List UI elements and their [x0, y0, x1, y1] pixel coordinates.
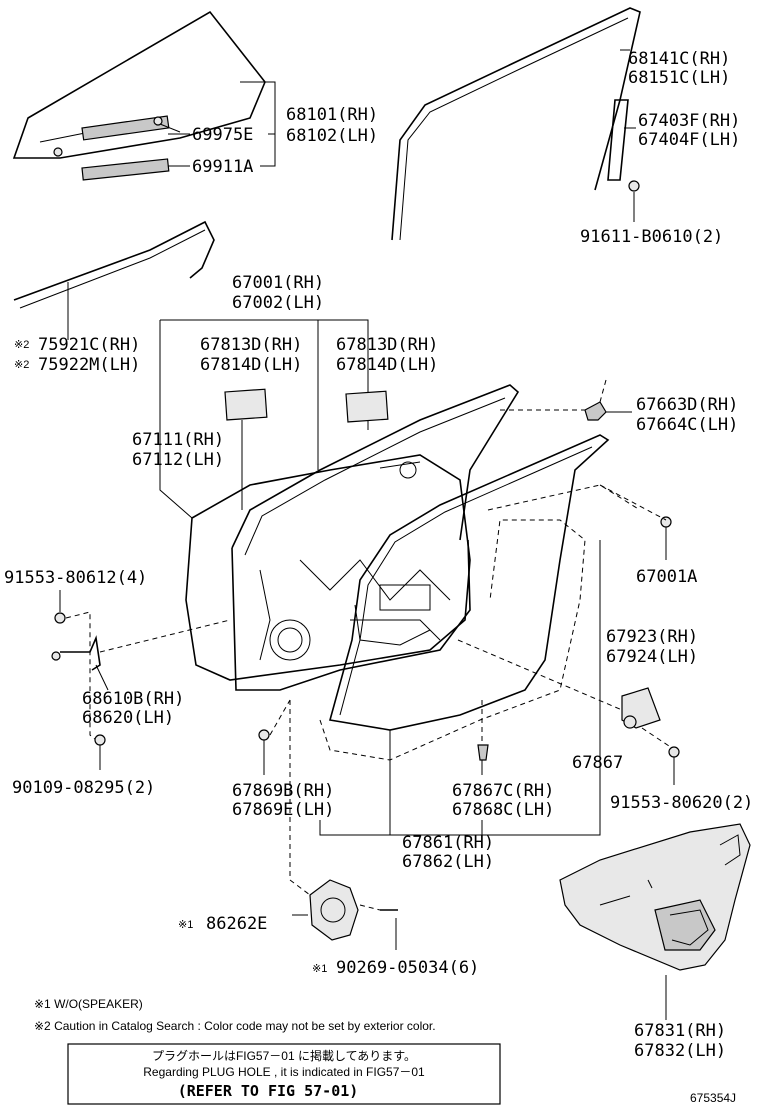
- door-glass-drawing: [12, 10, 276, 181]
- mark-1a: ※1: [178, 919, 193, 931]
- label-69975: 69975E: [192, 125, 253, 145]
- label-67814b: 67814D(LH): [336, 355, 438, 375]
- label-68620: 68620(LH): [82, 708, 174, 728]
- clip-67663-drawing: [500, 379, 632, 421]
- label-67831: 67831(RH): [634, 1021, 726, 1041]
- label-67924: 67924(LH): [606, 647, 698, 667]
- label-68151: 68151C(LH): [628, 68, 730, 88]
- label-67868c: 67868C(LH): [452, 800, 554, 820]
- label-91553a: 91553-80612(4): [4, 568, 147, 588]
- mark-2a: ※2: [14, 339, 29, 351]
- label-67001: 67001(RH): [232, 273, 324, 293]
- label-69911: 69911A: [192, 157, 253, 177]
- label-67923: 67923(RH): [606, 627, 698, 647]
- ref-fig: (REFER TO FIG 57-01): [178, 1082, 359, 1100]
- label-67813a: 67813D(RH): [200, 335, 302, 355]
- label-67869b: 67869B(RH): [232, 781, 334, 801]
- ref-en: Regarding PLUG HOLE , it is indicated in…: [143, 1065, 425, 1079]
- label-91553b: 91553-80620(2): [610, 793, 753, 813]
- label-75922: 75922M(LH): [38, 355, 140, 375]
- run-channel-drawing: [391, 7, 641, 241]
- ref-jp: プラグホールはFIG57－01 に掲載してあります。: [152, 1048, 416, 1063]
- label-91611: 91611-B0610(2): [580, 227, 723, 247]
- label-67813b: 67813D(RH): [336, 335, 438, 355]
- label-67663: 67663D(RH): [636, 395, 738, 415]
- note-1: ※1 W/O(SPEAKER): [34, 997, 143, 1011]
- label-67403: 67403F(RH): [638, 111, 740, 131]
- label-67869e: 67869E(LH): [232, 800, 334, 820]
- label-90109: 90109-08295(2): [12, 778, 155, 798]
- label-67111: 67111(RH): [132, 430, 224, 450]
- label-68141: 68141C(RH): [628, 49, 730, 69]
- label-67002: 67002(LH): [232, 293, 324, 313]
- label-67664: 67664C(LH): [636, 415, 738, 435]
- label-67832: 67832(LH): [634, 1041, 726, 1061]
- label-67404: 67404F(LH): [638, 130, 740, 150]
- label-67867: 67867: [572, 753, 623, 773]
- label-68102: 68102(LH): [286, 126, 378, 146]
- trim-panel-drawing: [559, 823, 751, 1020]
- label-68610: 68610B(RH): [82, 689, 184, 709]
- figure-id: 675354J: [690, 1091, 736, 1105]
- label-67862: 67862(LH): [402, 852, 494, 872]
- belt-moulding-drawing: [13, 220, 215, 340]
- label-67861: 67861(RH): [402, 833, 494, 853]
- reference-box: プラグホールはFIG57－01 に掲載してあります。 Regarding PLU…: [67, 1043, 501, 1105]
- label-67112: 67112(LH): [132, 450, 224, 470]
- hinge-drawing: [51, 590, 231, 770]
- mark-2b: ※2: [14, 359, 29, 371]
- door-panel-drawing: [159, 319, 520, 691]
- nameplate-right: [345, 390, 389, 423]
- label-86262: 86262E: [206, 914, 267, 934]
- note-2: ※2 Caution in Catalog Search : Color cod…: [34, 1019, 436, 1033]
- label-67814a: 67814D(LH): [200, 355, 302, 375]
- clip-67869B-drawing: [258, 699, 291, 775]
- clip-67867C-drawing: [477, 700, 489, 775]
- mark-1b: ※1: [312, 963, 327, 975]
- labels: 68141C(RH) 68151C(LH) 67403F(RH) 67404F(…: [4, 49, 753, 1061]
- label-67001A: 67001A: [636, 567, 697, 587]
- module-67923-drawing: [457, 639, 680, 785]
- notes: ※1 W/O(SPEAKER) ※2 Caution in Catalog Se…: [34, 997, 436, 1033]
- label-90269: 90269-05034(6): [336, 958, 479, 978]
- group-leads: [319, 810, 601, 836]
- nameplate-left: [224, 388, 268, 421]
- speaker-drawing: [289, 700, 398, 950]
- label-67867c: 67867C(RH): [452, 781, 554, 801]
- label-68101: 68101(RH): [286, 105, 378, 125]
- label-75921: 75921C(RH): [38, 335, 140, 355]
- clip-67001A-drawing: [599, 484, 672, 560]
- weatherstrip-drawing: [319, 434, 641, 810]
